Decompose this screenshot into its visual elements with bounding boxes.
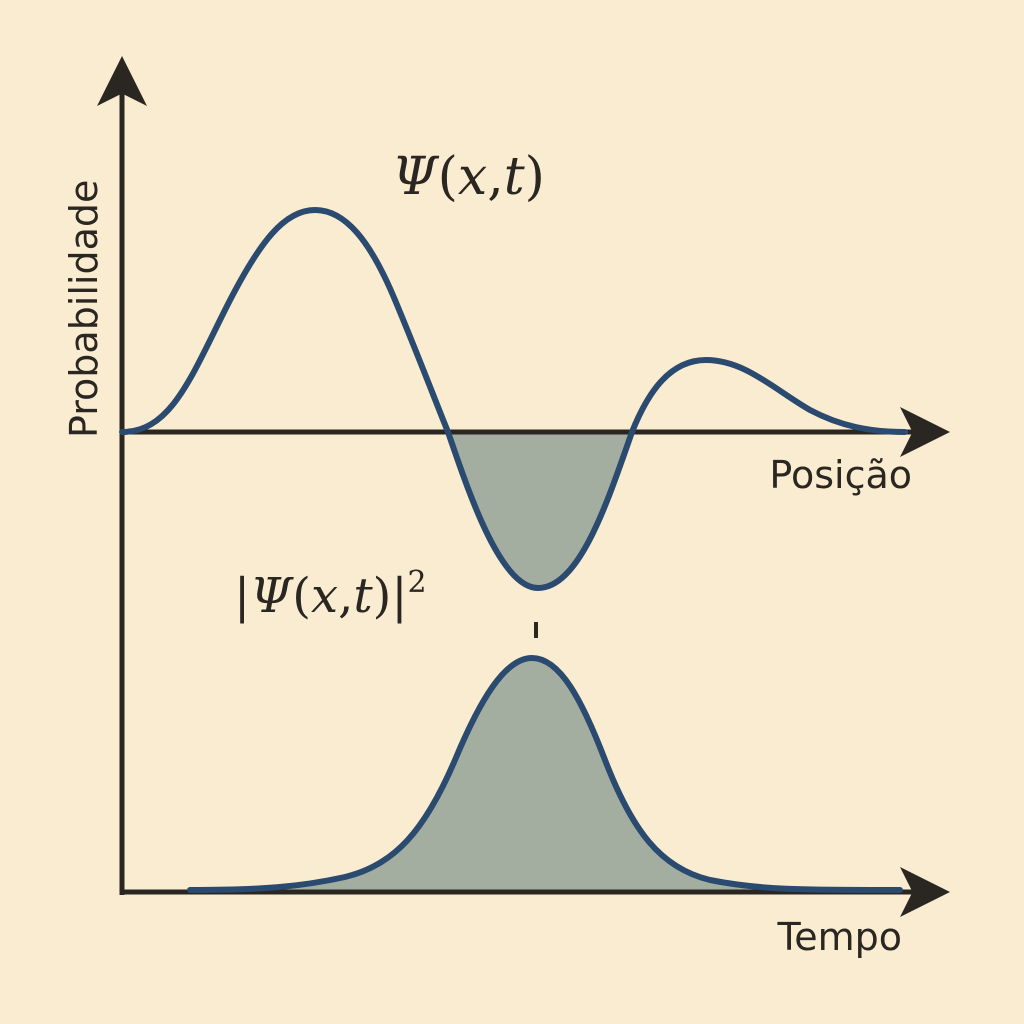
probability-density-fill [190, 658, 900, 892]
x-axis-label-upper: Posição [769, 453, 912, 497]
psi-symbol: Ψ [392, 147, 440, 207]
x-axis-label-lower: Tempo [776, 915, 902, 959]
y-axis-label: Probabilidade [62, 180, 106, 438]
wavefunction-curve [119, 207, 908, 591]
exponent: 2 [408, 565, 427, 600]
wavefunction-label: Ψ(x,t) [392, 147, 545, 207]
negative-lobe-fill [448, 432, 632, 588]
probability-density-curve [187, 655, 903, 893]
probability-label: |Ψ(x,t)|2 [234, 565, 427, 624]
psi-symbol-2: Ψ [250, 568, 294, 624]
